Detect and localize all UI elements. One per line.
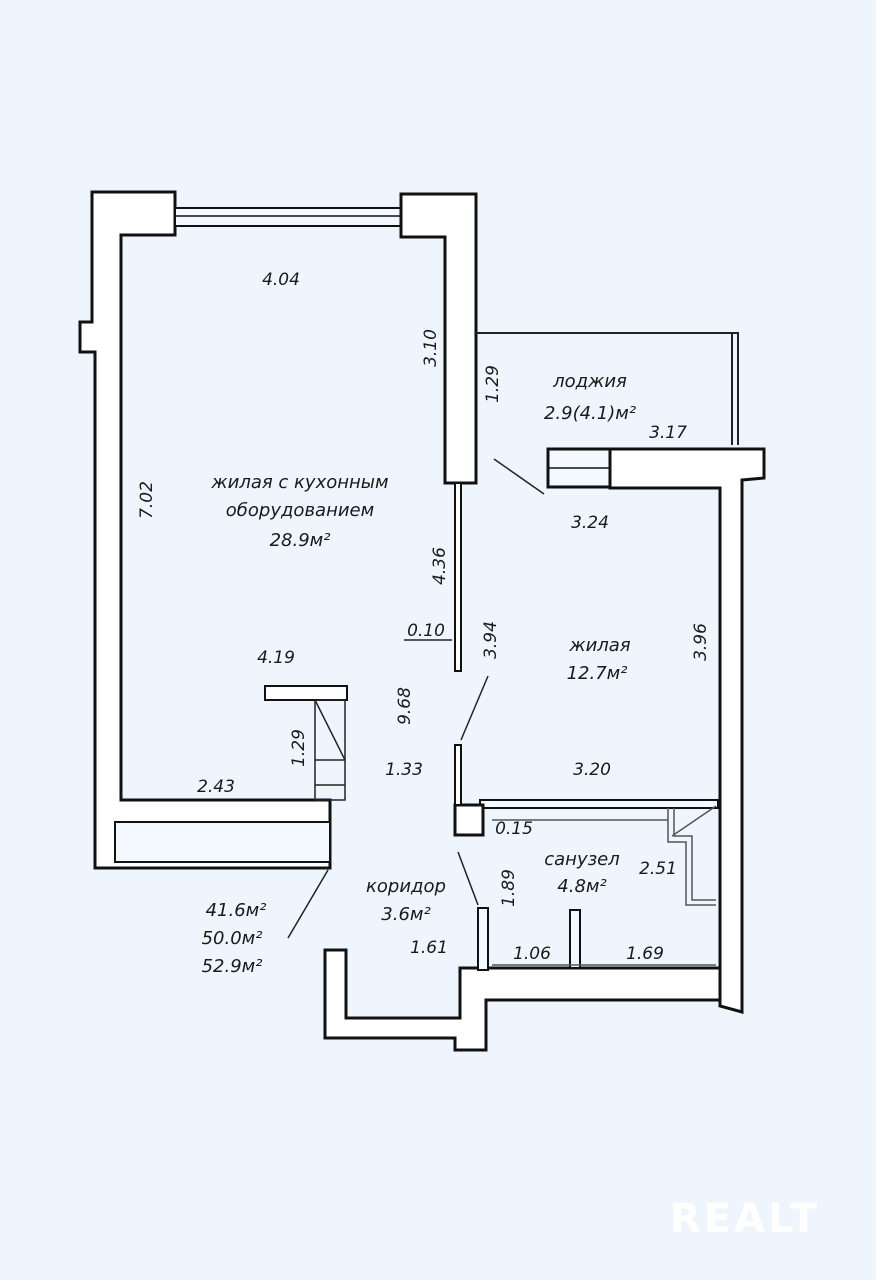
watermark-logo: REALT <box>670 1196 820 1242</box>
bathroom-partition <box>569 909 581 969</box>
dim-3-20: 3.20 <box>573 760 611 780</box>
bathroom-top-wall <box>479 799 719 809</box>
dim-2-51: 2.51 <box>639 859 677 879</box>
dim-3-94: 3.94 <box>481 621 501 659</box>
living-kitchen-area: 28.9м² <box>270 530 331 551</box>
living-room-area: 12.7м² <box>567 663 628 684</box>
kitchen-block <box>264 685 348 701</box>
central-partition <box>454 482 462 672</box>
corridor-area: 3.6м² <box>381 904 430 925</box>
bathroom-fixtures <box>492 805 717 966</box>
bottom-left-window <box>114 821 331 863</box>
dim-9-68: 9.68 <box>395 687 415 725</box>
total-area-living: 41.6м² <box>206 900 267 921</box>
living-room-name: жилая <box>568 635 630 656</box>
bathroom-left-wall <box>477 907 489 971</box>
dim-1-33: 1.33 <box>385 760 423 780</box>
dim-4-36: 4.36 <box>430 547 450 585</box>
dim-1-06: 1.06 <box>513 944 551 964</box>
dim-4-04: 4.04 <box>262 270 300 290</box>
corridor-name: коридор <box>366 876 446 897</box>
dim-3-96: 3.96 <box>691 623 711 661</box>
dim-1-29-kitchen: 1.29 <box>289 729 309 767</box>
dim-1-29-loggia: 1.29 <box>483 365 503 403</box>
loggia-area: 2.9(4.1)м² <box>544 403 636 424</box>
door-lines <box>287 458 545 939</box>
dim-4-19: 4.19 <box>257 648 295 668</box>
dim-3-10: 3.10 <box>421 329 441 367</box>
right-block <box>608 447 766 1014</box>
top-right-column <box>399 192 478 485</box>
living-kitchen-line1: жилая с кухонным <box>210 472 388 493</box>
loggia-name: лоджия <box>552 371 627 392</box>
kitchen-cabinet <box>314 699 346 801</box>
corridor-stub <box>453 803 485 837</box>
dim-3-17: 3.17 <box>649 423 687 443</box>
total-area-with-loggia: 52.9м² <box>202 956 263 977</box>
dim-1-69: 1.69 <box>626 944 664 964</box>
total-area-general: 50.0м² <box>202 928 263 949</box>
partition-lower <box>454 744 462 806</box>
dim-7-02: 7.02 <box>137 481 157 519</box>
top-window <box>174 207 402 227</box>
bottom-wall <box>323 948 722 1052</box>
dim-3-24: 3.24 <box>571 513 609 533</box>
dim-0-15: 0.15 <box>495 819 533 839</box>
loggia-outline <box>476 332 739 445</box>
walls <box>78 190 766 1052</box>
left-wall <box>78 190 332 870</box>
living-kitchen-line2: оборудованием <box>226 500 374 521</box>
dim-1-61: 1.61 <box>410 938 448 958</box>
bathroom-name: санузел <box>544 849 620 870</box>
bathroom-area: 4.8м² <box>557 876 606 897</box>
dim-1-89: 1.89 <box>499 869 519 907</box>
dim-2-43: 2.43 <box>197 777 235 797</box>
dim-0-10: 0.10 <box>407 621 445 641</box>
